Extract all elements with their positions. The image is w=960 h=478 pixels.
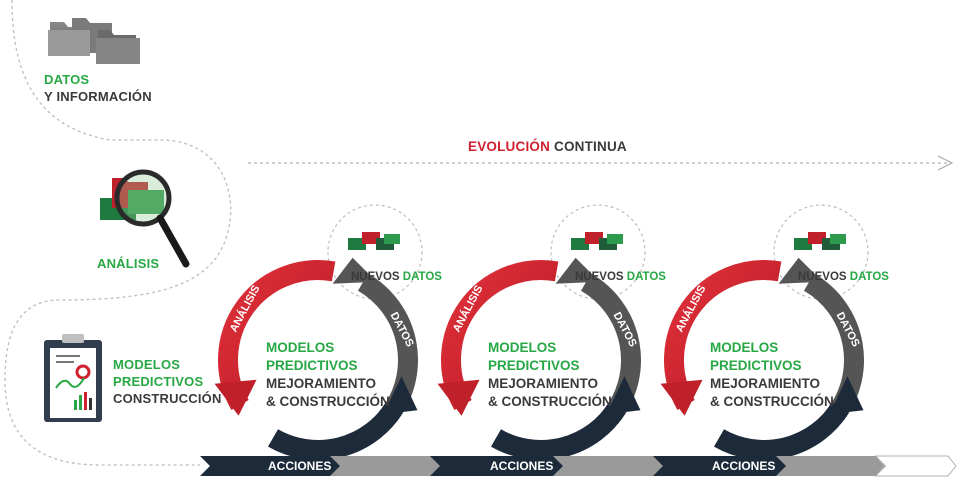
action-arrowhead bbox=[606, 376, 641, 415]
action-arrowhead bbox=[383, 376, 418, 415]
data-arrowhead bbox=[332, 257, 377, 284]
folders-icon bbox=[571, 232, 623, 250]
data-arrowhead bbox=[778, 257, 823, 284]
analysis-arc bbox=[441, 260, 559, 410]
folders-icon bbox=[48, 18, 140, 64]
evolution-arrowhead bbox=[937, 155, 954, 171]
flow-path bbox=[4, 0, 232, 466]
evolution-word: EVOLUCIÓN bbox=[468, 139, 551, 154]
new-data-label: NUEVOS DATOS bbox=[351, 271, 442, 283]
acciones-label: ACCIONES bbox=[268, 459, 332, 473]
analysis-arc bbox=[664, 260, 782, 410]
folders-icon bbox=[794, 232, 846, 250]
action-arrowhead bbox=[829, 376, 864, 415]
magnifier-folders-icon bbox=[100, 169, 190, 268]
new-data-label: NUEVOS DATOS bbox=[798, 271, 889, 283]
datos-title: DATOS bbox=[44, 72, 90, 87]
acciones-label: ACCIONES bbox=[712, 459, 776, 473]
modelos-label: MODELOS PREDICTIVOS CONSTRUCCIÓN bbox=[113, 356, 222, 407]
action-arc bbox=[714, 402, 849, 460]
new-data-label: NUEVOS DATOS bbox=[575, 271, 666, 283]
modelos-line1: MODELOS bbox=[113, 357, 181, 372]
cycle-center-text: MODELOS PREDICTIVOS MEJORAMIENTO & CONST… bbox=[266, 340, 390, 409]
continua-word: CONTINUA bbox=[554, 139, 627, 154]
evolution-label: EVOLUCIÓN CONTINUA bbox=[468, 138, 627, 155]
clipboard-chart-icon bbox=[44, 334, 102, 422]
modelos-line2: PREDICTIVOS bbox=[113, 374, 204, 389]
folders-icon bbox=[348, 232, 400, 250]
modelos-line3: CONSTRUCCIÓN bbox=[113, 391, 222, 406]
action-arc bbox=[268, 402, 403, 460]
acciones-bar bbox=[200, 455, 957, 477]
action-arc bbox=[491, 402, 626, 460]
acciones-label: ACCIONES bbox=[490, 459, 554, 473]
analisis-label: ANÁLISIS bbox=[97, 256, 160, 271]
datos-subtitle: Y INFORMACIÓN bbox=[44, 89, 152, 104]
analysis-arrowhead bbox=[214, 379, 257, 416]
cycle-center-text: MODELOS PREDICTIVOS MEJORAMIENTO & CONST… bbox=[710, 340, 834, 409]
analysis-arc bbox=[218, 260, 336, 410]
analysis-arrowhead bbox=[660, 379, 703, 416]
analysis-arrowhead bbox=[437, 379, 480, 416]
cycle-center-text: MODELOS PREDICTIVOS MEJORAMIENTO & CONST… bbox=[488, 340, 612, 409]
datos-label: DATOS Y INFORMACIÓN bbox=[44, 71, 152, 105]
data-arrowhead bbox=[555, 257, 600, 284]
